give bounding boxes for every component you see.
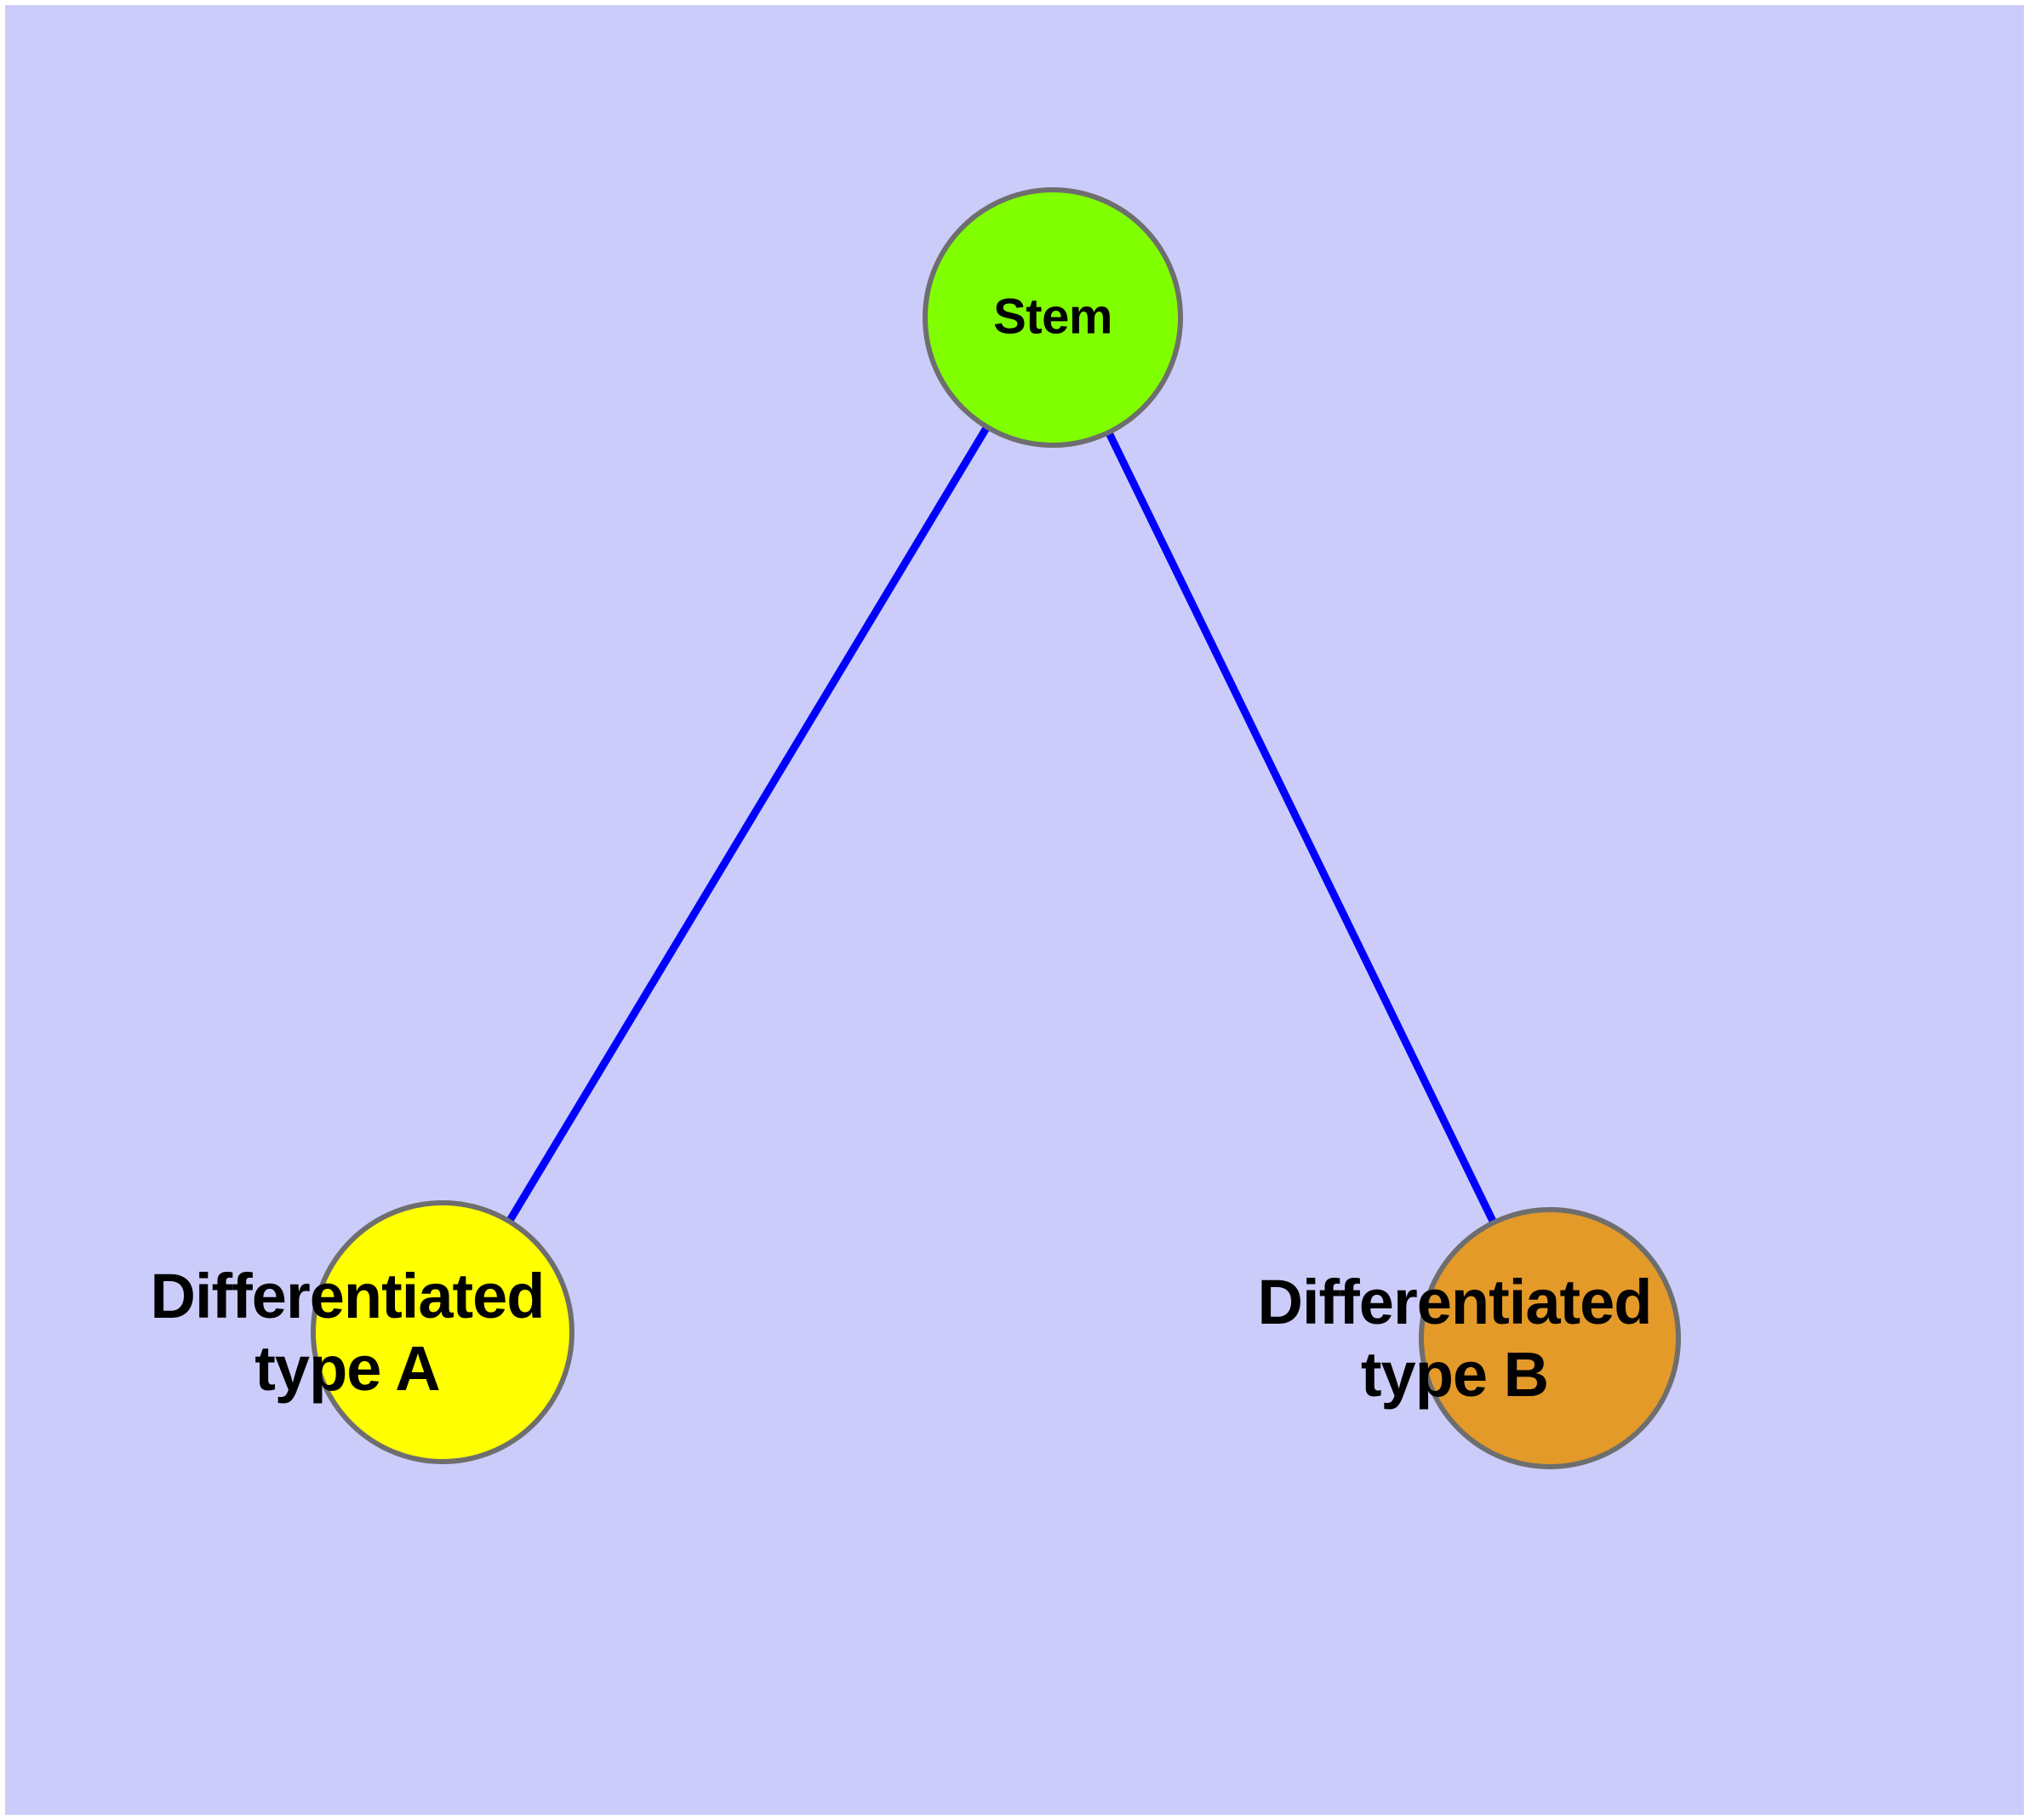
graph-edge — [439, 315, 1056, 1335]
graph-svg — [311, 187, 1681, 1469]
graph-edge — [1049, 316, 1554, 1340]
nodes-group — [311, 187, 1681, 1469]
graph-node-diff_b[interactable] — [1419, 1207, 1681, 1469]
graph-node-diff_a[interactable] — [311, 1200, 574, 1464]
graph-node-stem[interactable] — [923, 187, 1183, 448]
edges-group — [439, 315, 1554, 1340]
